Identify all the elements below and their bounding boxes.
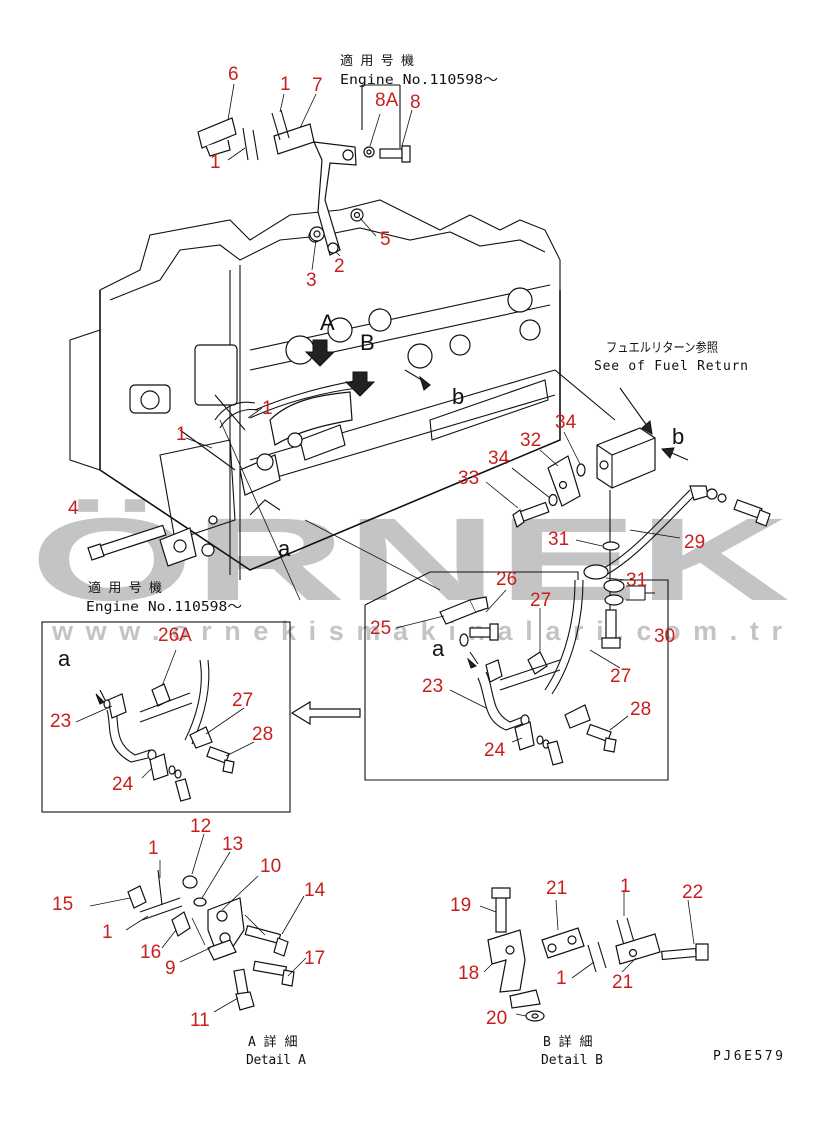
note-fuel-jp: フュエルリターン参照 [606,340,718,356]
callout: 11 [190,1010,210,1031]
callout: 20 [486,1008,507,1029]
callout: 15 [52,894,73,915]
detail-a-drawing [127,869,295,1011]
note-detail-b-jp: B 詳 細 [543,1034,592,1050]
note-mid-en: Engine No.110598～ [86,600,242,615]
bolt-4 [87,524,197,567]
callout: 1 [280,74,291,95]
callout: 9 [165,958,176,979]
callout: 10 [260,856,281,877]
callout: 27 [232,690,253,711]
callout: 31 [626,570,647,591]
drawing-code: PJ6E579 [713,1049,783,1064]
callout: 21 [546,878,567,899]
view-letter-a-box-right: a [432,636,445,661]
view-letter-a-upper: A [320,310,335,335]
callout: 2 [334,256,345,277]
callout: 17 [304,948,325,969]
callout: 1 [176,424,187,445]
note-top-en: Engine No.110598～ [340,73,498,88]
callout: 5 [380,229,391,250]
callout: 1 [210,152,221,173]
callout: 1 [262,398,273,419]
watermark: ÖRNEK www.ornekismakinalari.com.tr [30,494,790,646]
callout: 34 [488,448,510,469]
note-top-jp: 適用号機 [340,53,414,69]
note-detail-a-jp: A 詳 細 [248,1034,297,1050]
note-detail-a-en: Detail A [246,1053,306,1068]
engine-block [69,199,616,601]
view-letter-b-upper: B [360,330,375,355]
callout: 6 [228,64,239,85]
callout: 4 [68,498,79,519]
callout: 26 [496,569,517,590]
watermark-logo: ÖRNEK [30,494,790,626]
callout: 23 [50,711,71,732]
upper-bracket-group [197,84,411,256]
callout: 1 [148,838,159,859]
callout: 28 [630,699,651,720]
view-letter-b-fuel: b [672,424,684,449]
callout: 16 [140,942,161,963]
note-detail-b-en: Detail B [541,1053,603,1068]
callout: 23 [422,676,443,697]
callout: 22 [682,882,703,903]
callout: 33 [458,468,479,489]
callout: 7 [312,75,323,96]
view-letter-a-box-left: a [58,646,71,671]
view-letter-b-engine: b [452,384,464,409]
detail-b-drawing [487,887,709,1022]
callout: 34 [555,412,577,433]
callout: 29 [684,532,705,553]
callout: 31 [548,529,569,550]
callout: 8 [410,92,421,113]
callout: 28 [252,724,273,745]
callout: 27 [530,590,551,611]
callout: 27 [610,666,631,687]
callout: 14 [304,880,326,901]
callout: 1 [620,876,631,897]
leader-lines [75,83,695,1017]
callout: 19 [450,895,471,916]
callout-numbers: 6 1 7 8A 8 1 5 3 2 1 1 4 34 32 34 33 31 … [50,64,705,1031]
arrow-to-left-box [290,700,361,726]
view-letter-a-engine: a [278,536,291,561]
detail-box-left [41,621,291,813]
fuel-return-group [512,387,771,649]
callout: 8A [375,90,399,111]
callout: 1 [556,968,567,989]
callout: 3 [306,270,317,291]
callout: 25 [370,618,391,639]
callout: 13 [222,834,243,855]
callout: 1 [102,922,113,943]
callout: 24 [112,774,134,795]
view-letters: A B a b b a a [58,310,684,671]
callout: 18 [458,963,479,984]
callout: 32 [520,430,541,451]
callout: 24 [484,740,506,761]
callout: 30 [654,626,675,647]
detail-box-right [364,571,669,781]
note-fuel-en: See of Fuel Return [594,359,748,374]
callout: 26A [158,625,192,646]
callout: 21 [612,972,633,993]
callout: 12 [190,816,211,837]
